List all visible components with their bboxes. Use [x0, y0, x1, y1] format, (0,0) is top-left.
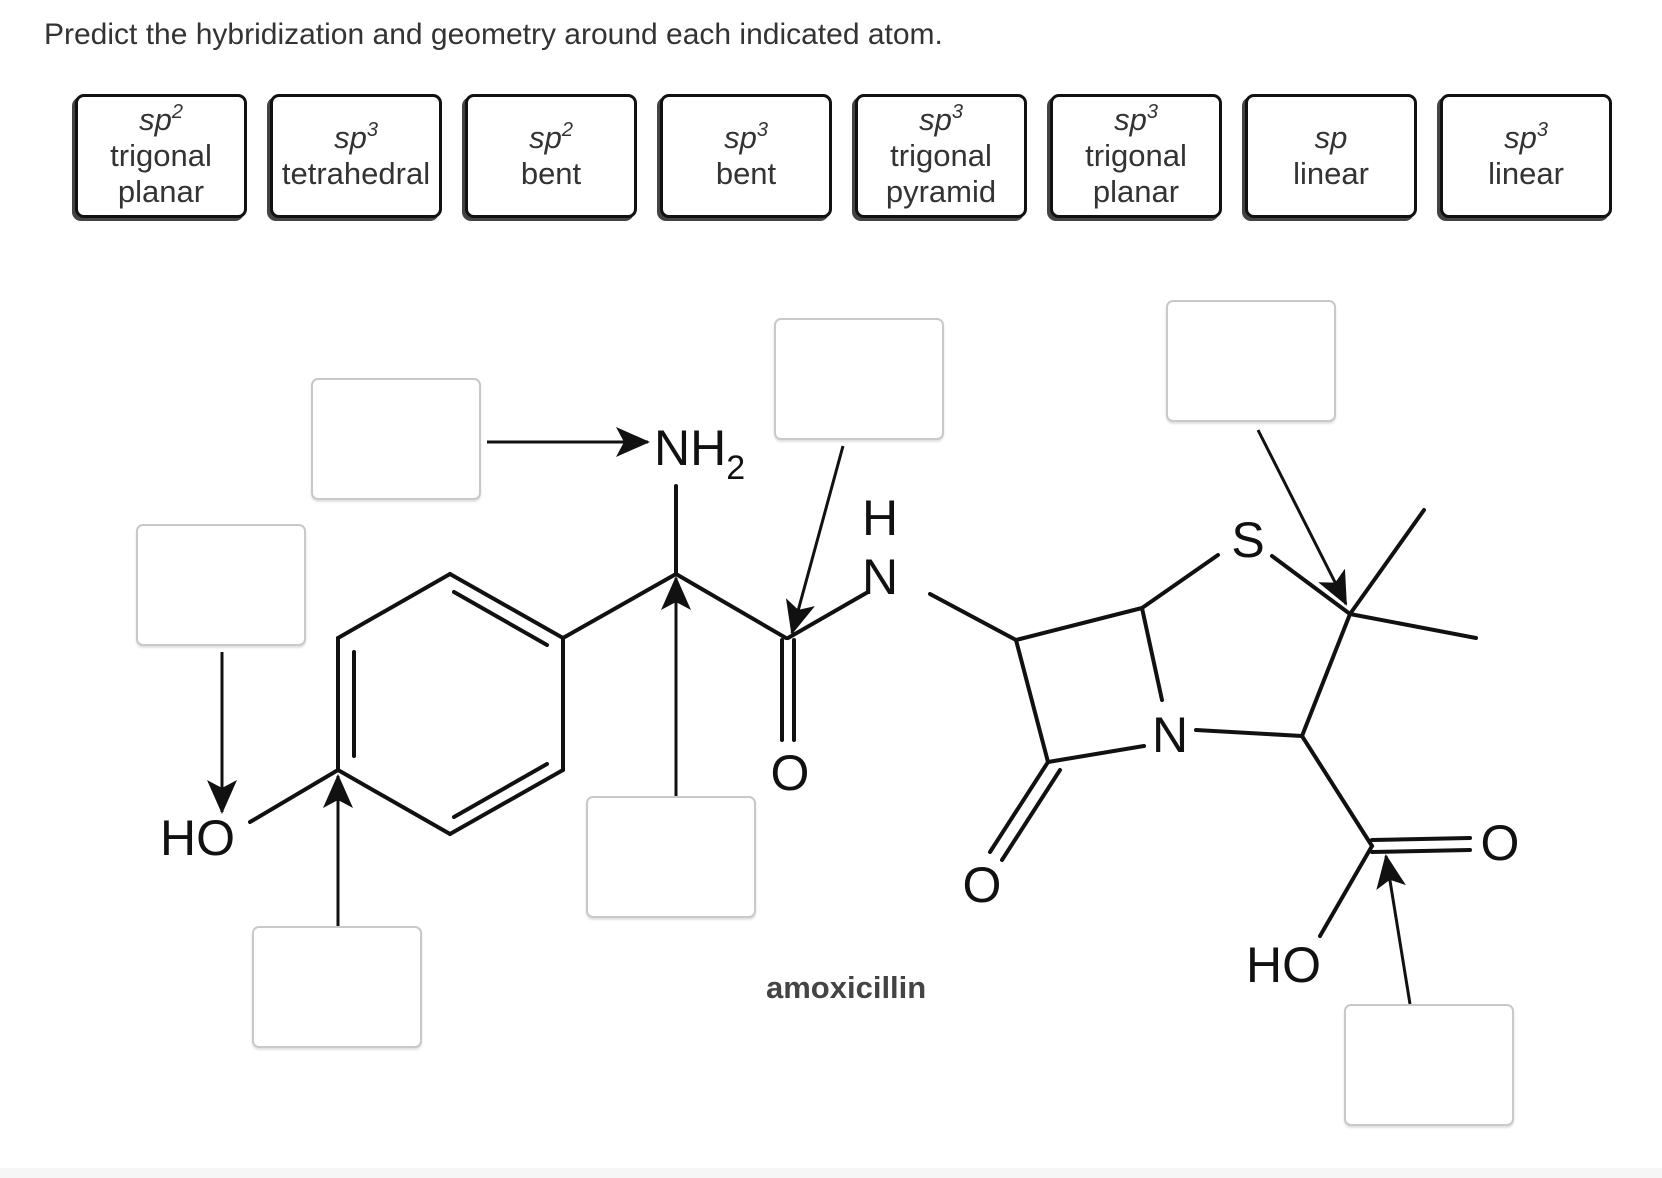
- tile-hybridization: sp3: [919, 101, 963, 137]
- tile-geometry: linear: [1488, 156, 1564, 191]
- bond: [336, 768, 452, 836]
- bond: [1014, 638, 1050, 764]
- answer-tile-sp3-trigonal-planar[interactable]: sp3 trigonal planar: [1050, 94, 1222, 218]
- answer-tile-sp2-bent[interactable]: sp2 bent: [465, 94, 637, 218]
- drop-target-nh2[interactable]: [311, 378, 481, 500]
- atom-phenol-ho: HO: [160, 810, 235, 866]
- bond: [928, 592, 1018, 642]
- tile-hybridization: sp2: [139, 101, 183, 137]
- tile-geometry: bent: [715, 156, 777, 191]
- tile-hybridization: sp3: [724, 119, 768, 155]
- tile-geometry: pyramid: [885, 174, 997, 209]
- atom-acid-o: O: [1481, 815, 1520, 871]
- arrow-to-carbonyl-c: [785, 445, 845, 635]
- tile-geometry: bent: [520, 156, 582, 191]
- instruction-text: Predict the hybridization and geometry a…: [44, 18, 943, 51]
- bond: [1140, 553, 1220, 610]
- drop-target-carboxyl-carbon[interactable]: [1344, 1004, 1514, 1126]
- tile-geometry: planar: [117, 174, 205, 209]
- bond: [1140, 606, 1164, 702]
- atom-acid-ho: HO: [1246, 937, 1321, 993]
- atom-amide-n: N: [862, 549, 898, 605]
- drop-target-phenol-carbon[interactable]: [252, 926, 422, 1048]
- tile-geometry: trigonal: [110, 138, 212, 173]
- footer-strip: [0, 1168, 1662, 1178]
- bond: [1194, 728, 1304, 738]
- atom-lactam-o: O: [963, 857, 1002, 913]
- answer-tile-sp2-trigonal-planar[interactable]: sp2 trigonal planar: [75, 94, 247, 218]
- bond: [988, 760, 1050, 854]
- drop-target-phenol-oxygen[interactable]: [136, 524, 306, 646]
- bond: [1318, 844, 1374, 938]
- bond: [1300, 734, 1374, 848]
- bond: [1370, 848, 1472, 854]
- bond: [1000, 768, 1062, 862]
- atom-amide-h: H: [862, 490, 898, 546]
- answer-tile-sp3-bent[interactable]: sp3 bent: [660, 94, 832, 218]
- drop-target-carbonyl-carbon[interactable]: [774, 318, 944, 440]
- arrow-to-quaternary-c: [1256, 429, 1348, 606]
- answer-tile-sp3-linear[interactable]: sp3 linear: [1440, 94, 1612, 218]
- answer-tile-sp3-tetrahedral[interactable]: sp3 tetrahedral: [270, 94, 442, 218]
- bond: [248, 768, 340, 824]
- bond: [1270, 554, 1352, 616]
- bond: [1348, 508, 1426, 616]
- bond: [674, 572, 788, 640]
- bond: [448, 572, 565, 640]
- answer-tile-sp-linear[interactable]: sp linear: [1245, 94, 1417, 218]
- tile-geometry: linear: [1293, 156, 1369, 191]
- bond: [448, 768, 565, 836]
- atom-ring-s: S: [1231, 512, 1264, 568]
- tile-hybridization: sp3: [1114, 101, 1158, 137]
- bond: [1348, 612, 1478, 640]
- bond: [452, 762, 549, 819]
- tile-hybridization: sp2: [529, 119, 573, 155]
- tile-geometry: planar: [1092, 174, 1180, 209]
- answer-tile-sp3-trigonal-pyramid[interactable]: sp3 trigonal pyramid: [855, 94, 1027, 218]
- tile-geometry: trigonal: [1085, 138, 1187, 173]
- drop-target-alpha-carbon[interactable]: [586, 796, 756, 918]
- atom-ring-n: N: [1152, 707, 1188, 763]
- tile-hybridization: sp3: [1504, 119, 1548, 155]
- atom-nh2: NH2: [654, 420, 745, 487]
- bond: [1014, 606, 1144, 642]
- bonds: [248, 484, 1478, 938]
- bond: [1370, 836, 1472, 842]
- pointer-arrows: [207, 427, 1412, 1005]
- atom-amide-o: O: [771, 745, 810, 801]
- drop-target-quaternary-carbon[interactable]: [1166, 300, 1336, 422]
- molecule-name: amoxicillin: [766, 970, 927, 1005]
- bond: [452, 590, 549, 647]
- bond: [561, 572, 678, 640]
- tile-geometry: trigonal: [890, 138, 992, 173]
- arrow-to-carboxyl-c: [1376, 854, 1412, 1005]
- tile-geometry: tetrahedral: [281, 156, 431, 191]
- tile-hybridization: sp: [1314, 120, 1348, 155]
- tile-hybridization: sp3: [334, 119, 378, 155]
- bond: [1046, 744, 1146, 764]
- bond: [1300, 612, 1352, 738]
- bond: [336, 572, 452, 640]
